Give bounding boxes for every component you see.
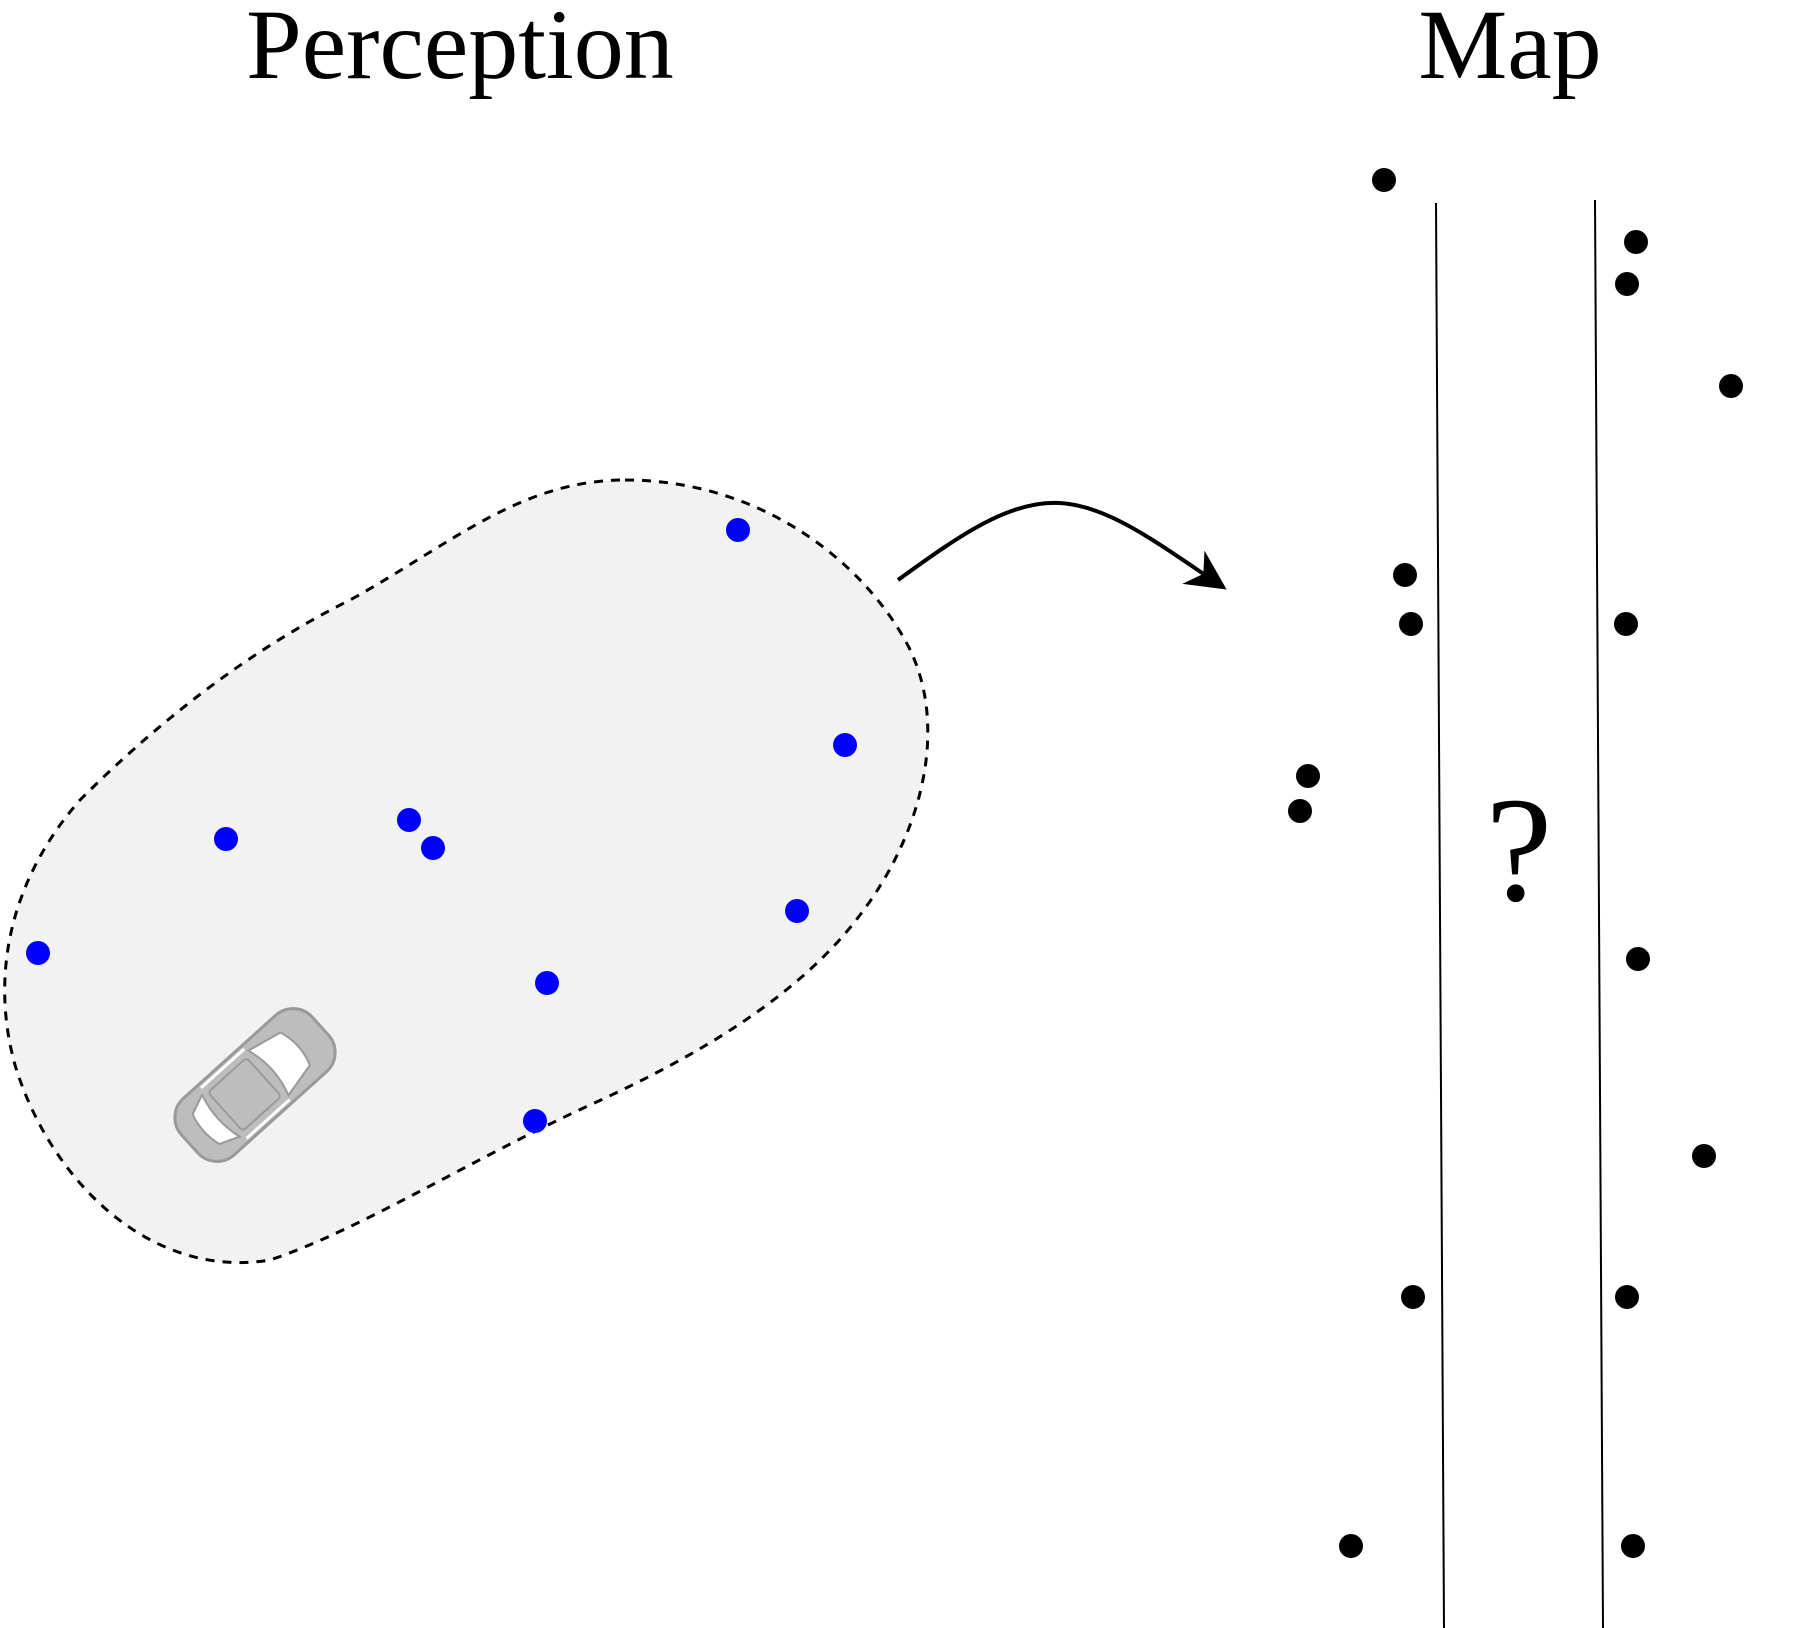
perception-landmark (523, 1109, 547, 1133)
map-road-left-edge (1435, 202, 1445, 1628)
map-landmark (1296, 764, 1320, 788)
map-landmark (1624, 230, 1648, 254)
map-landmark (1626, 947, 1650, 971)
map-landmark (1288, 799, 1312, 823)
map-landmark (1393, 563, 1417, 587)
perception-landmark (397, 808, 421, 832)
perception-landmark (833, 733, 857, 757)
perception-landmark (726, 518, 750, 542)
unknown-marker: ? (1486, 767, 1553, 933)
map-landmarks (1288, 168, 1743, 1558)
perception-landmark (535, 971, 559, 995)
map-landmark (1692, 1144, 1716, 1168)
perception-landmark (214, 827, 238, 851)
map-landmark (1401, 1285, 1425, 1309)
perception-landmarks (26, 518, 857, 1133)
map-landmark (1621, 1534, 1645, 1558)
map-landmark (1615, 272, 1639, 296)
car-icon (173, 1007, 337, 1163)
map-landmark (1719, 374, 1743, 398)
map-landmark (1615, 1285, 1639, 1309)
perception-title: Perception (246, 0, 674, 100)
perception-landmark (26, 941, 50, 965)
map-landmark (1614, 612, 1638, 636)
map-landmark (1339, 1534, 1363, 1558)
map-road-right-edge (1594, 199, 1604, 1628)
perception-region (3, 478, 930, 1265)
map-landmark (1372, 168, 1396, 192)
map-landmark (1399, 612, 1423, 636)
curved-arrow-icon (896, 500, 1227, 590)
perception-landmark (421, 836, 445, 860)
perception-landmark (785, 899, 809, 923)
map-title: Map (1418, 0, 1601, 100)
